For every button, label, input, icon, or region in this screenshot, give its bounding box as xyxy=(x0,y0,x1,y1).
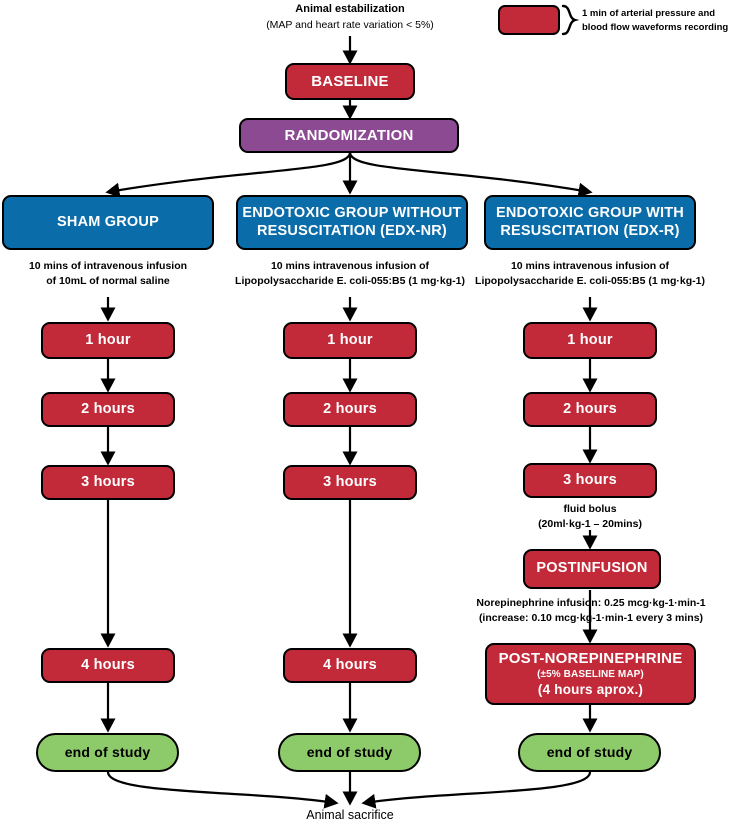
node-sham-3-hours-label: 3 hours xyxy=(81,473,135,490)
node-group-edx-r-line2: RESUSCITATION (EDX-R) xyxy=(500,222,680,239)
node-sham-2-hours-label: 2 hours xyxy=(81,400,135,417)
node-edx-r-end-of-study[interactable]: end of study xyxy=(518,733,661,772)
final-outcome-text: Animal sacrifice xyxy=(306,808,394,822)
sham-infusion-note-line1: 10 mins of intravenous infusion xyxy=(28,260,188,272)
legend-caption-line1: 1 min of arterial pressure and xyxy=(582,8,716,19)
node-group-sham-line1: SHAM GROUP xyxy=(57,213,159,230)
node-group-sham[interactable]: SHAM GROUP xyxy=(2,195,214,250)
node-edx-nr-end-of-study[interactable]: end of study xyxy=(278,733,421,772)
legend-swatch xyxy=(498,5,560,35)
node-sham-1-hour-label: 1 hour xyxy=(85,331,131,348)
node-group-edx-nr-line2: RESUSCITATION (EDX-NR) xyxy=(257,222,447,239)
node-edx-nr-end-of-study-label: end of study xyxy=(306,744,393,761)
node-sham-2-hours[interactable]: 2 hours xyxy=(41,392,175,427)
edx-r-fluid-bolus-line1: fluid bolus xyxy=(563,503,617,515)
node-baseline-label: BASELINE xyxy=(311,72,389,90)
node-sham-4-hours-label: 4 hours xyxy=(81,656,135,673)
edge-edxr-end-to-sacrifice xyxy=(361,771,592,809)
node-edx-nr-3-hours[interactable]: 3 hours xyxy=(283,465,417,500)
node-edx-r-postinfusion[interactable]: POSTINFUSION xyxy=(523,549,661,589)
node-edx-nr-3-hours-label: 3 hours xyxy=(323,473,377,490)
sham-infusion-note-line2: of 10mL of normal saline xyxy=(46,275,170,288)
edge-sham-end-to-sacrifice xyxy=(106,771,339,809)
node-edx-r-2-hours[interactable]: 2 hours xyxy=(523,392,657,427)
edx-r-fluid-bolus-note: fluid bolus (20ml·kg-1 – 20mins) xyxy=(490,502,690,532)
edx-nr-infusion-note-line2: Lipopolysaccharide E. coli-055:B5 (1 mg·… xyxy=(235,275,465,288)
node-post-norepinephrine-line1: POST-NOREPINEPHRINE xyxy=(498,650,683,668)
node-baseline[interactable]: BASELINE xyxy=(285,63,415,100)
edge-randomization-to-edxr xyxy=(348,152,593,198)
edx-r-norepinephrine-line1: Norepinephrine infusion: 0.25 mcg·kg-1·m… xyxy=(476,597,706,609)
node-sham-end-of-study[interactable]: end of study xyxy=(36,733,179,772)
edx-nr-infusion-note: 10 mins intravenous infusion of Lipopoly… xyxy=(230,259,470,289)
edx-r-infusion-note-line1: 10 mins intravenous infusion of xyxy=(510,260,670,272)
edx-r-infusion-note: 10 mins intravenous infusion of Lipopoly… xyxy=(470,259,710,289)
legend-caption: 1 min of arterial pressure and blood flo… xyxy=(582,7,742,35)
page-title: Animal estabilization (MAP and heart rat… xyxy=(205,2,495,33)
node-group-edx-r-line1: ENDOTOXIC GROUP WITH xyxy=(496,205,684,222)
node-randomization-label: RANDOMIZATION xyxy=(284,126,414,144)
node-sham-3-hours[interactable]: 3 hours xyxy=(41,465,175,500)
edge-randomization-to-sham xyxy=(105,152,352,198)
node-edx-nr-1-hour-label: 1 hour xyxy=(327,331,373,348)
node-edx-nr-2-hours[interactable]: 2 hours xyxy=(283,392,417,427)
node-sham-1-hour[interactable]: 1 hour xyxy=(41,322,175,359)
node-edx-nr-4-hours-label: 4 hours xyxy=(323,656,377,673)
legend-brace-icon xyxy=(561,4,580,36)
node-group-edx-nr[interactable]: ENDOTOXIC GROUP WITHOUT RESUSCITATION (E… xyxy=(236,195,468,250)
node-group-edx-nr-line1: ENDOTOXIC GROUP WITHOUT xyxy=(242,205,462,222)
node-sham-4-hours[interactable]: 4 hours xyxy=(41,648,175,683)
node-randomization[interactable]: RANDOMIZATION xyxy=(239,118,459,153)
node-edx-r-2-hours-label: 2 hours xyxy=(563,400,617,417)
node-edx-r-end-of-study-label: end of study xyxy=(546,744,633,761)
edx-r-norepinephrine-line2: (increase: 0.10 mcg·kg-1·min-1 every 3 m… xyxy=(478,612,704,625)
edx-r-infusion-note-line2: Lipopolysaccharide E. coli-055:B5 (1 mg·… xyxy=(475,275,705,288)
edx-r-norepinephrine-note: Norepinephrine infusion: 0.25 mcg·kg-1·m… xyxy=(466,596,716,626)
node-sham-end-of-study-label: end of study xyxy=(64,744,151,761)
node-edx-r-1-hour[interactable]: 1 hour xyxy=(523,322,657,359)
node-edx-r-3-hours[interactable]: 3 hours xyxy=(523,463,657,498)
edx-r-fluid-bolus-line2: (20ml·kg-1 – 20mins) xyxy=(538,518,642,531)
sham-infusion-note: 10 mins of intravenous infusion of 10mL … xyxy=(0,259,216,289)
page-title-text: Animal estabilization xyxy=(295,3,405,15)
node-post-norepinephrine-line3: (4 hours aprox.) xyxy=(537,681,644,697)
node-edx-r-1-hour-label: 1 hour xyxy=(567,331,613,348)
node-edx-nr-2-hours-label: 2 hours xyxy=(323,400,377,417)
final-outcome-label: Animal sacrifice xyxy=(265,806,435,824)
legend-caption-line2: blood flow waveforms recording xyxy=(582,21,729,33)
edx-nr-infusion-note-line1: 10 mins intravenous infusion of xyxy=(270,260,430,272)
node-edx-nr-1-hour[interactable]: 1 hour xyxy=(283,322,417,359)
node-group-edx-r[interactable]: ENDOTOXIC GROUP WITH RESUSCITATION (EDX-… xyxy=(484,195,696,250)
node-edx-nr-4-hours[interactable]: 4 hours xyxy=(283,648,417,683)
node-edx-r-post-norepinephrine[interactable]: POST-NOREPINEPHRINE (±5% BASELINE MAP) (… xyxy=(485,643,696,705)
node-edx-r-postinfusion-label: POSTINFUSION xyxy=(536,560,648,577)
node-edx-r-3-hours-label: 3 hours xyxy=(563,471,617,488)
node-post-norepinephrine-line2: (±5% BASELINE MAP) xyxy=(537,668,644,680)
page-subtitle-text: (MAP and heart rate variation < 5%) xyxy=(266,18,434,31)
